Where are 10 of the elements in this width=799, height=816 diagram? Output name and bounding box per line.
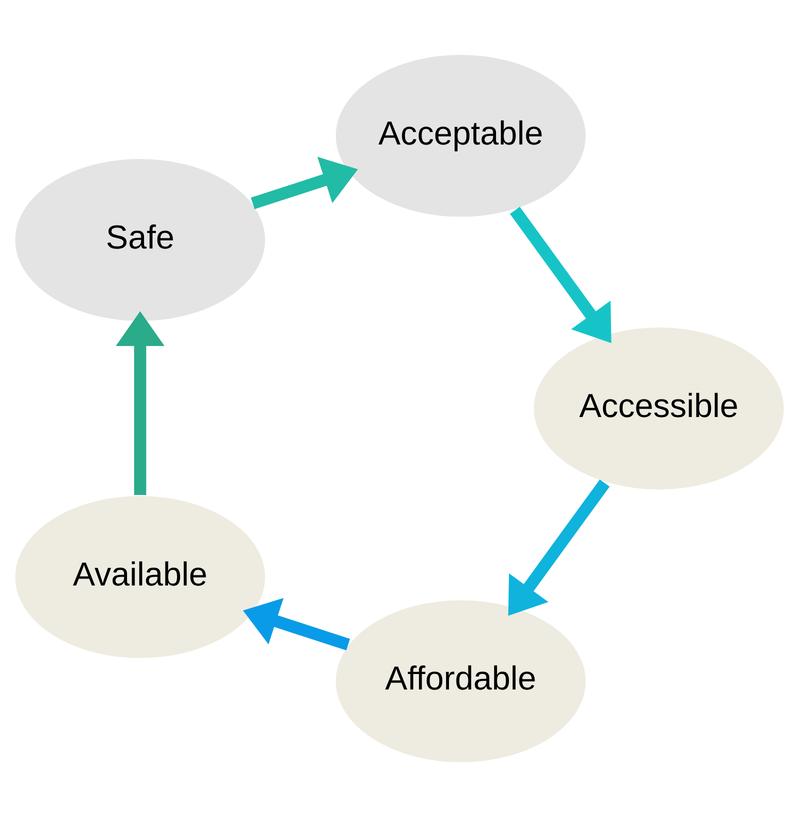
arrow bbox=[508, 478, 610, 616]
arrow bbox=[242, 598, 350, 650]
node-ellipse: Accessible bbox=[532, 326, 786, 491]
arrow bbox=[116, 310, 164, 494]
node-ellipse: Affordable bbox=[334, 598, 588, 764]
arrow bbox=[510, 206, 612, 343]
node-ellipse: Available bbox=[14, 494, 267, 660]
node-ellipse: Safe bbox=[14, 156, 267, 322]
node-ellipse: Acceptable bbox=[334, 52, 588, 218]
arrow bbox=[250, 156, 358, 209]
